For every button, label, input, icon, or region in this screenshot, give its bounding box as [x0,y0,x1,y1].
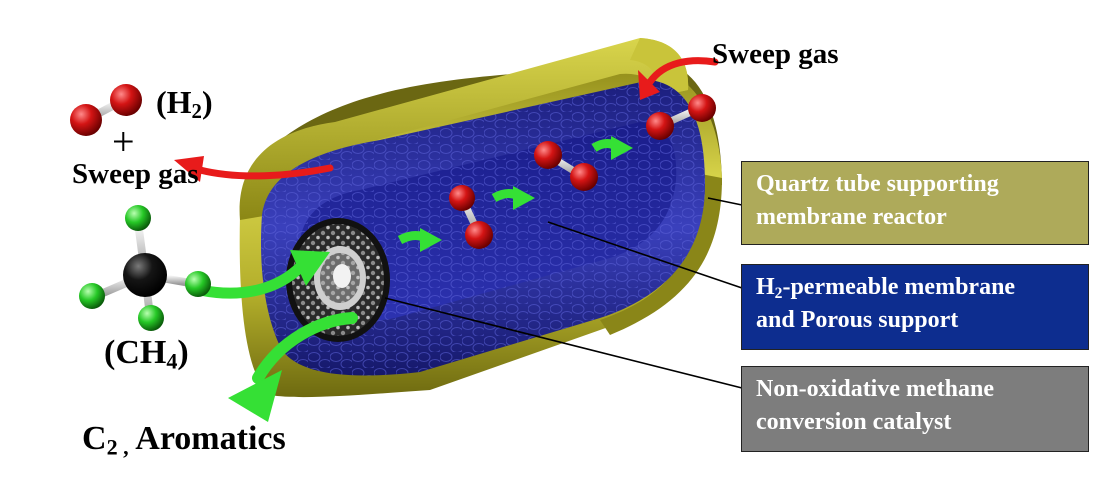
leader-line-membrane [547,221,743,289]
sweep-gas-inlet-arrow [638,57,719,100]
methane-label: (CH4) [104,334,189,374]
catalyst-callout: Non-oxidative methane conversion catalys… [741,366,1089,452]
methane-molecule [79,205,211,331]
h2-product-molecule [70,84,142,136]
h2-molecule [646,94,716,140]
h2-permeation-arrows [397,136,633,252]
h2-molecule [449,185,493,249]
c2-aromatics-label: C2 , Aromatics [82,420,286,460]
methane-feed-arrow [194,250,330,299]
leader-line-catalyst [384,297,743,389]
membrane-callout-line1: H2-permeable membrane [756,274,1016,302]
h2-product-label: (H2) [156,84,213,124]
h2-molecule [534,141,598,191]
product-outlet-arrow [228,312,358,422]
membrane-callout-line2: and Porous support [756,307,959,333]
membrane-callout: H2-permeable membrane and Porous support [741,264,1089,350]
sweep-gas-outlet-label: Sweep gas [72,158,199,190]
quartz-callout-line2: membrane reactor [756,204,947,230]
leader-lines [384,197,743,389]
plus-sign: + [112,119,135,164]
sweep-gas-outlet-arrow [174,156,334,182]
catalyst-callout-line2: conversion catalyst [756,409,952,435]
quartz-callout-line1: Quartz tube supporting [756,171,999,197]
quartz-tube-callout: Quartz tube supporting membrane reactor [741,161,1089,245]
catalyst-callout-line1: Non-oxidative methane [756,376,994,402]
sweep-gas-inlet-label: Sweep gas [712,38,839,70]
leader-line-quartz [707,197,743,206]
